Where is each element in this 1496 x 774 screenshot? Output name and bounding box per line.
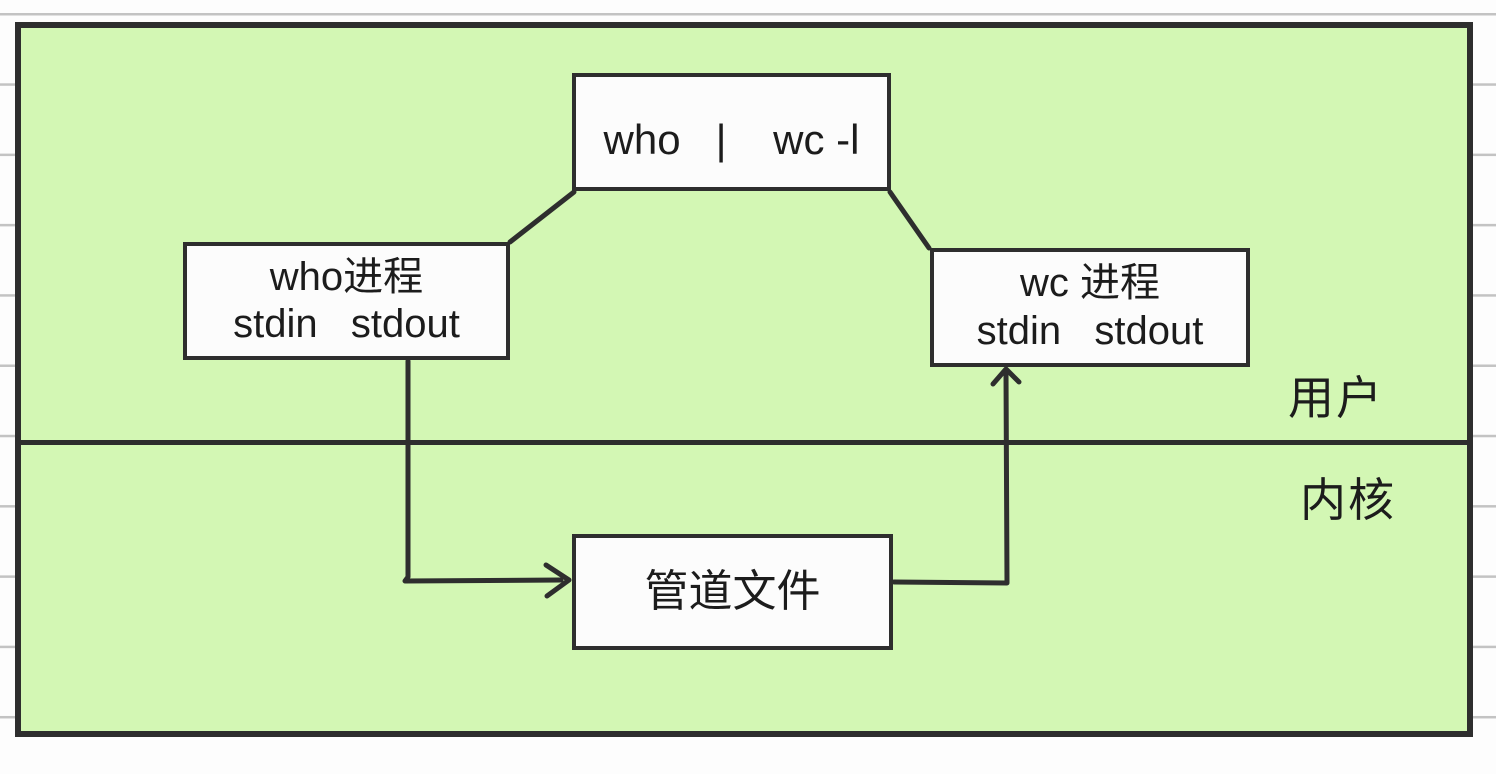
who-process-title: who进程 <box>269 254 424 299</box>
pipe-file-label: 管道文件 <box>644 567 821 617</box>
region-label-user: 用户 <box>1288 372 1384 424</box>
wc-process-stdio-label: stdin stdout <box>976 308 1204 353</box>
wc-process-title: wc 进程 <box>1020 261 1160 306</box>
node-wc-process: wc 进程 stdin stdout <box>930 248 1250 367</box>
node-pipe-file: 管道文件 <box>572 534 893 650</box>
user-kernel-divider-line <box>21 440 1467 445</box>
command-label: who | wc -l <box>603 116 860 164</box>
node-command: who | wc -l <box>572 73 891 191</box>
region-label-kernel: 内核 <box>1300 474 1396 526</box>
node-who-process: who进程 stdin stdout <box>183 242 510 360</box>
who-process-stdio-label: stdin stdout <box>233 302 460 346</box>
